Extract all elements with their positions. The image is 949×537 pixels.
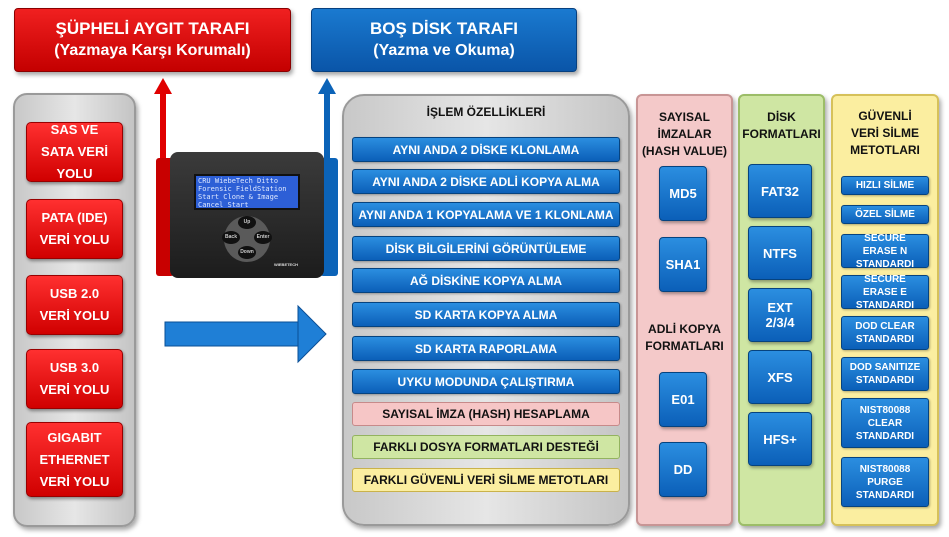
feature-item-9: SAYISAL İMZA (HASH) HESAPLAMA	[352, 402, 620, 426]
suspect-side-header: ŞÜPHELİ AYGIT TARAFI (Yazmaya Karşı Koru…	[14, 8, 291, 72]
hfs-item: HFS+	[748, 412, 812, 466]
enter-key[interactable]: Enter	[254, 231, 272, 244]
feature-item-10: FARKLI DOSYA FORMATLARI DESTEĞİ	[352, 435, 620, 459]
e01-item: E01	[659, 372, 707, 427]
usb-2-bus: USB 2.0 VERİ YOLU	[26, 275, 123, 335]
secure-wipe-panel	[831, 94, 939, 526]
screen-line-2: Forensic FieldStation	[198, 185, 287, 193]
device-blue-side-right	[320, 158, 338, 276]
suspect-side-title: ŞÜPHELİ AYGIT TARAFI	[55, 19, 250, 38]
blue-up-arrow	[318, 78, 336, 160]
fat32-item: FAT32	[748, 164, 812, 218]
wipe-method-5: DOD CLEAR STANDARDI	[841, 316, 929, 350]
feature-item-4: DİSK BİLGİLERİNİ GÖRÜNTÜLEME	[352, 236, 620, 261]
md5-item: MD5	[659, 166, 707, 221]
feature-item-2: AYNI ANDA 2 DİSKE ADLİ KOPYA ALMA	[352, 169, 620, 194]
feature-item-3: AYNI ANDA 1 KOPYALAMA VE 1 KLONLAMA	[352, 202, 620, 227]
sha1-item: SHA1	[659, 237, 707, 292]
wipe-method-2: ÖZEL SİLME	[841, 205, 929, 224]
screen-line-1: CRU WiebeTech Ditto	[198, 177, 279, 185]
dd-item: DD	[659, 442, 707, 497]
gigabit-ethernet-bus: GIGABIT ETHERNET VERİ YOLU	[26, 422, 123, 497]
feature-item-7: SD KARTA RAPORLAMA	[352, 336, 620, 361]
screen-line-3: Start Clone & Image	[198, 193, 279, 201]
wipe-method-1: HIZLI SİLME	[841, 176, 929, 195]
ext-item: EXT 2/3/4	[748, 288, 812, 342]
secure-wipe-title: GÜVENLİ VERİ SİLME METOTLARI	[850, 108, 920, 157]
device-brand-logo: WIEBETECH	[274, 262, 298, 267]
pata-ide-bus: PATA (IDE) VERİ YOLU	[26, 199, 123, 259]
device-screen: CRU WiebeTech Ditto Forensic FieldStatio…	[194, 174, 300, 210]
suspect-side-subtitle: (Yazmaya Karşı Korumalı)	[54, 42, 251, 59]
screen-line-4: Cancel Start	[198, 201, 249, 209]
sas-sata-bus: SAS VE SATA VERİ YOLU	[26, 122, 123, 182]
feature-item-1: AYNI ANDA 2 DİSKE KLONLAMA	[352, 137, 620, 162]
target-side-header: BOŞ DİSK TARAFI (Yazma ve Okuma)	[311, 8, 577, 72]
feature-item-11: FARKLI GÜVENLİ VERİ SİLME METOTLARI	[352, 468, 620, 492]
feature-item-5: AĞ DİSKİNE KOPYA ALMA	[352, 268, 620, 293]
back-key[interactable]: Back	[222, 231, 240, 244]
ntfs-item: NTFS	[748, 226, 812, 280]
right-flow-arrow	[164, 304, 327, 364]
wipe-method-4: SECURE ERASE E STANDARDI	[841, 274, 929, 311]
target-side-title: BOŞ DİSK TARAFI	[370, 19, 518, 38]
hash-title: SAYISAL İMZALAR (HASH VALUE)	[641, 109, 728, 158]
forensic-format-title: ADLİ KOPYA FORMATLARI	[645, 322, 724, 353]
wipe-method-6: DOD SANITIZE STANDARDI	[841, 357, 929, 391]
features-title: İŞLEM ÖZELLİKLERİ	[426, 104, 546, 119]
red-up-arrow	[154, 78, 172, 160]
xfs-item: XFS	[748, 350, 812, 404]
wipe-method-3: SECURE ERASE N STANDARDI	[841, 233, 929, 270]
up-key[interactable]: Up	[238, 216, 256, 229]
down-key[interactable]: Down	[238, 246, 256, 259]
disk-format-title: DİSK FORMATLARI	[742, 110, 821, 141]
usb-3-bus: USB 3.0 VERİ YOLU	[26, 349, 123, 409]
feature-item-6: SD KARTA KOPYA ALMA	[352, 302, 620, 327]
target-side-subtitle: (Yazma ve Okuma)	[373, 42, 515, 59]
feature-item-8: UYKU MODUNDA ÇALIŞTIRMA	[352, 369, 620, 394]
wipe-method-7: NIST80088 CLEAR STANDARDI	[841, 398, 929, 448]
forensic-device: CRU WiebeTech Ditto Forensic FieldStatio…	[156, 152, 338, 278]
device-red-side-left	[156, 158, 174, 276]
wipe-method-8: NIST80088 PURGE STANDARDI	[841, 457, 929, 507]
